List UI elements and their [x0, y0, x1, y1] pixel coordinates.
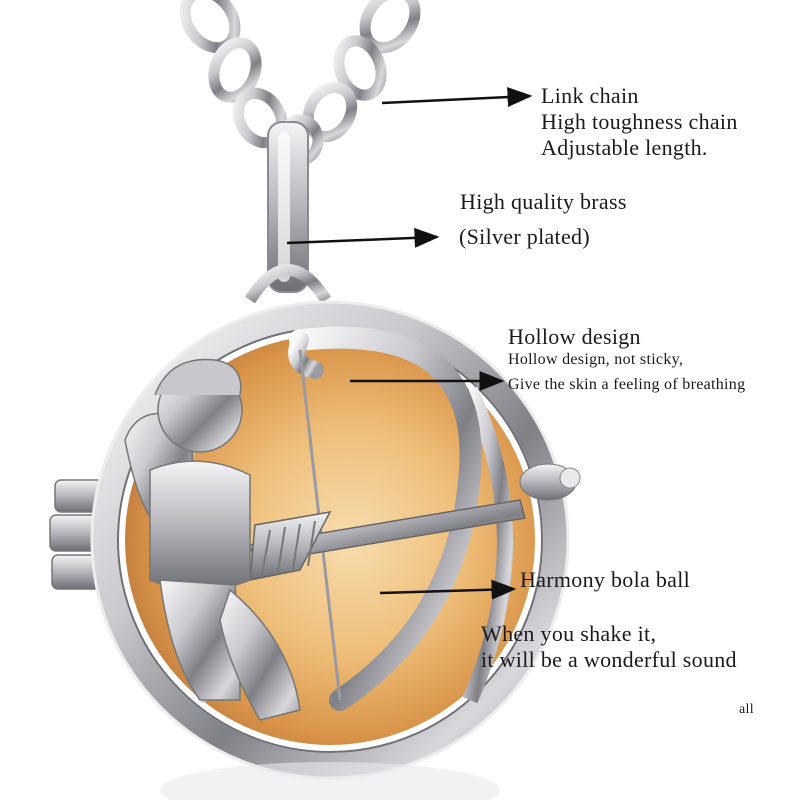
chain-line-1: High toughness chain: [541, 109, 738, 134]
locket-hinge: [49, 479, 104, 590]
hollow-title: Hollow design: [508, 324, 641, 349]
chain-title: Link chain: [541, 83, 639, 108]
brass-line-1: (Silver plated): [459, 224, 590, 249]
arrow-brass: [286, 227, 440, 248]
arrow-chain: [381, 87, 533, 108]
pointer-arrows: [286, 87, 533, 600]
cupid-arrow: [249, 499, 526, 581]
brass-title: High quality brass: [460, 189, 627, 214]
bola-line-2: it will be a wonderful sound: [481, 647, 737, 672]
bola-line-1: When you shake it,: [481, 621, 657, 646]
pendant-bail: [244, 121, 332, 304]
hollow-line-2: Give the skin a feeling of breathing: [508, 376, 746, 393]
bola-title: Harmony bola ball: [520, 567, 691, 592]
arrow-bola: [379, 579, 517, 600]
pendant-knob: [519, 463, 581, 501]
reflection: [160, 762, 500, 800]
chain-line-2: Adjustable length.: [541, 135, 708, 160]
text-fragment: all: [739, 702, 754, 717]
cupid-figure: [124, 358, 301, 721]
hollow-line-1: Hollow design, not sticky,: [508, 351, 684, 368]
